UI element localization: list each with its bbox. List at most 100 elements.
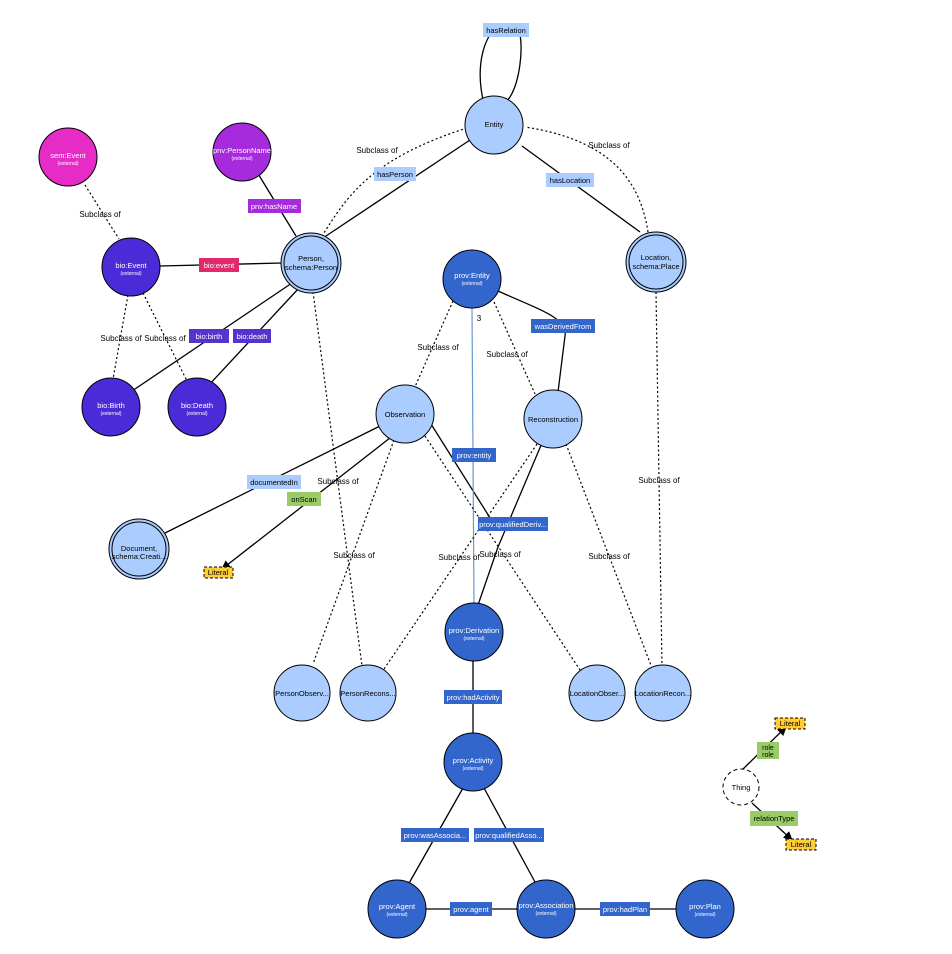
class-node-person-observation[interactable]: PersonObserv... bbox=[273, 664, 331, 722]
class-node-prov-agent[interactable]: prov:Agent (external) bbox=[367, 879, 427, 939]
node-label: Entity bbox=[485, 120, 504, 129]
class-node-location-observation[interactable]: LocationObser... bbox=[568, 664, 626, 722]
class-node-bio-event[interactable]: bio:Event (external) bbox=[101, 237, 161, 297]
property-label: prov:wasAssocia... bbox=[404, 831, 467, 840]
class-node-sem-event[interactable]: sem:Event (external) bbox=[38, 127, 98, 187]
property-label: documentedIn bbox=[250, 478, 298, 487]
sc-personrecons-recons bbox=[381, 443, 538, 673]
class-node-reconstruction[interactable]: Reconstruction bbox=[523, 389, 583, 449]
property-qualified-derivation[interactable]: prov:qualifiedDeriv... bbox=[478, 517, 548, 531]
subclass-label: Subclass of bbox=[100, 334, 142, 343]
node-label: prov:Plan bbox=[689, 902, 721, 911]
subclass-label: Subclass of bbox=[333, 551, 375, 560]
class-node-prov-entity[interactable]: prov:Entity (external) bbox=[442, 249, 502, 309]
node-sublabel: (external) bbox=[57, 161, 78, 167]
property-label: prov:entity bbox=[457, 451, 492, 460]
node-label: prov:Activity bbox=[453, 756, 494, 765]
class-node-observation[interactable]: Observation bbox=[375, 384, 435, 444]
class-node-person[interactable]: Person, schema:Person bbox=[280, 232, 342, 294]
property-role[interactable]: role role bbox=[757, 742, 779, 759]
node-label: prov:Association bbox=[518, 901, 573, 910]
node-sublabel: (external) bbox=[186, 411, 207, 417]
property-prov-entity[interactable]: prov:entity bbox=[452, 448, 496, 462]
literal-label: Literal bbox=[208, 568, 229, 577]
property-had-plan[interactable]: prov:hadPlan bbox=[600, 902, 650, 916]
node-sublabel: (external) bbox=[231, 156, 252, 162]
node-label: sem:Event bbox=[50, 151, 86, 160]
sc-person-entity bbox=[316, 126, 471, 245]
sc-birth-bioevent bbox=[112, 294, 129, 380]
class-node-pnv-personname[interactable]: pnv:PersonName (external) bbox=[212, 122, 272, 182]
property-has-location[interactable]: hasLocation bbox=[546, 173, 594, 187]
node-label: PersonRecons... bbox=[340, 689, 395, 698]
node-label: prov:Entity bbox=[454, 271, 490, 280]
property-label: pnv:hasName bbox=[251, 202, 297, 211]
class-node-prov-association[interactable]: prov:Association (external) bbox=[516, 879, 576, 939]
property-label: hasRelation bbox=[486, 26, 526, 35]
property-has-person[interactable]: hasPerson bbox=[374, 167, 416, 181]
property-has-relation[interactable]: hasRelation bbox=[483, 23, 529, 37]
class-node-prov-plan[interactable]: prov:Plan (external) bbox=[675, 879, 735, 939]
property-label: onScan bbox=[291, 495, 316, 504]
property-label: prov:agent bbox=[453, 905, 489, 914]
subclass-label: Subclass of bbox=[79, 210, 121, 219]
property-prov-agent[interactable]: prov:agent bbox=[450, 902, 492, 916]
node-label-2: schema:Place bbox=[632, 262, 679, 271]
sc-death-bioevent bbox=[142, 292, 188, 382]
edge-was-derived-from bbox=[497, 290, 566, 393]
sc-locationrecons-recons bbox=[565, 443, 653, 669]
property-was-derived-from[interactable]: wasDerivedFrom bbox=[531, 319, 595, 333]
node-label: Reconstruction bbox=[528, 415, 578, 424]
class-node-person-reconstruction[interactable]: PersonRecons... bbox=[339, 664, 397, 722]
property-label: role bbox=[762, 745, 774, 752]
property-label: hasLocation bbox=[550, 176, 590, 185]
subclass-label: Subclass of bbox=[317, 477, 359, 486]
node-sublabel: (external) bbox=[535, 911, 556, 917]
node-label-2: schema:Creati... bbox=[112, 552, 167, 561]
node-label: prov:Derivation bbox=[449, 626, 499, 635]
node-label: pnv:PersonName bbox=[213, 146, 271, 155]
sc-recons-proventity bbox=[493, 301, 536, 395]
sc-bioevent-semevent bbox=[84, 184, 120, 240]
sc-locationobs-obs bbox=[424, 435, 581, 671]
class-node-thing[interactable]: Thing bbox=[722, 768, 760, 806]
property-pnv-hasname[interactable]: pnv:hasName bbox=[248, 199, 301, 213]
node-sublabel: (external) bbox=[694, 912, 715, 918]
class-node-prov-activity[interactable]: prov:Activity (external) bbox=[443, 732, 503, 792]
property-qualified-association[interactable]: prov:qualifiedAsso... bbox=[474, 828, 544, 842]
class-node-location[interactable]: Location, schema:Place bbox=[625, 231, 687, 293]
literal-relation-type[interactable]: Literal bbox=[785, 838, 817, 851]
edge-has-person bbox=[319, 137, 474, 241]
class-node-entity[interactable]: Entity bbox=[464, 95, 524, 155]
property-on-scan[interactable]: onScan bbox=[287, 492, 321, 506]
literal-role[interactable]: Literal bbox=[774, 717, 806, 730]
property-documented-in[interactable]: documentedIn bbox=[247, 475, 301, 489]
property-bio-birth[interactable]: bio:birth bbox=[189, 329, 229, 343]
subclass-label: Subclass of bbox=[588, 552, 630, 561]
property-labels: hasRelation hasPerson hasLocation pnv:ha… bbox=[189, 23, 798, 916]
node-label: LocationObser... bbox=[570, 689, 625, 698]
class-node-bio-death[interactable]: bio:Death (external) bbox=[167, 377, 227, 437]
class-node-bio-birth[interactable]: bio:Birth (external) bbox=[81, 377, 141, 437]
edge-has-relation-loop bbox=[479, 30, 522, 105]
property-bio-death[interactable]: bio:death bbox=[233, 329, 271, 343]
property-label: prov:hadPlan bbox=[603, 905, 647, 914]
literal-label: Literal bbox=[791, 840, 812, 849]
literal-on-scan[interactable]: Literal bbox=[203, 566, 234, 579]
property-relation-type[interactable]: relationType bbox=[750, 811, 798, 826]
node-label: Document, bbox=[121, 544, 157, 553]
class-node-document[interactable]: Document, schema:Creati... bbox=[108, 518, 170, 580]
class-node-prov-derivation[interactable]: prov:Derivation (external) bbox=[444, 602, 504, 662]
literal-label: Literal bbox=[780, 719, 801, 728]
property-label: bio:death bbox=[237, 332, 268, 341]
property-had-activity[interactable]: prov:hadActivity bbox=[444, 690, 502, 704]
property-bio-event[interactable]: bio:event bbox=[199, 258, 239, 272]
property-label: prov:hadActivity bbox=[447, 693, 500, 702]
sc-personobs-obs bbox=[312, 439, 395, 665]
property-was-associated-with[interactable]: prov:wasAssocia... bbox=[401, 828, 469, 842]
subclass-label: Subclass of bbox=[438, 553, 480, 562]
class-node-location-reconstruction[interactable]: LocationRecon... bbox=[634, 664, 692, 722]
property-label: prov:qualifiedDeriv... bbox=[479, 520, 547, 529]
node-label: prov:Agent bbox=[379, 902, 416, 911]
